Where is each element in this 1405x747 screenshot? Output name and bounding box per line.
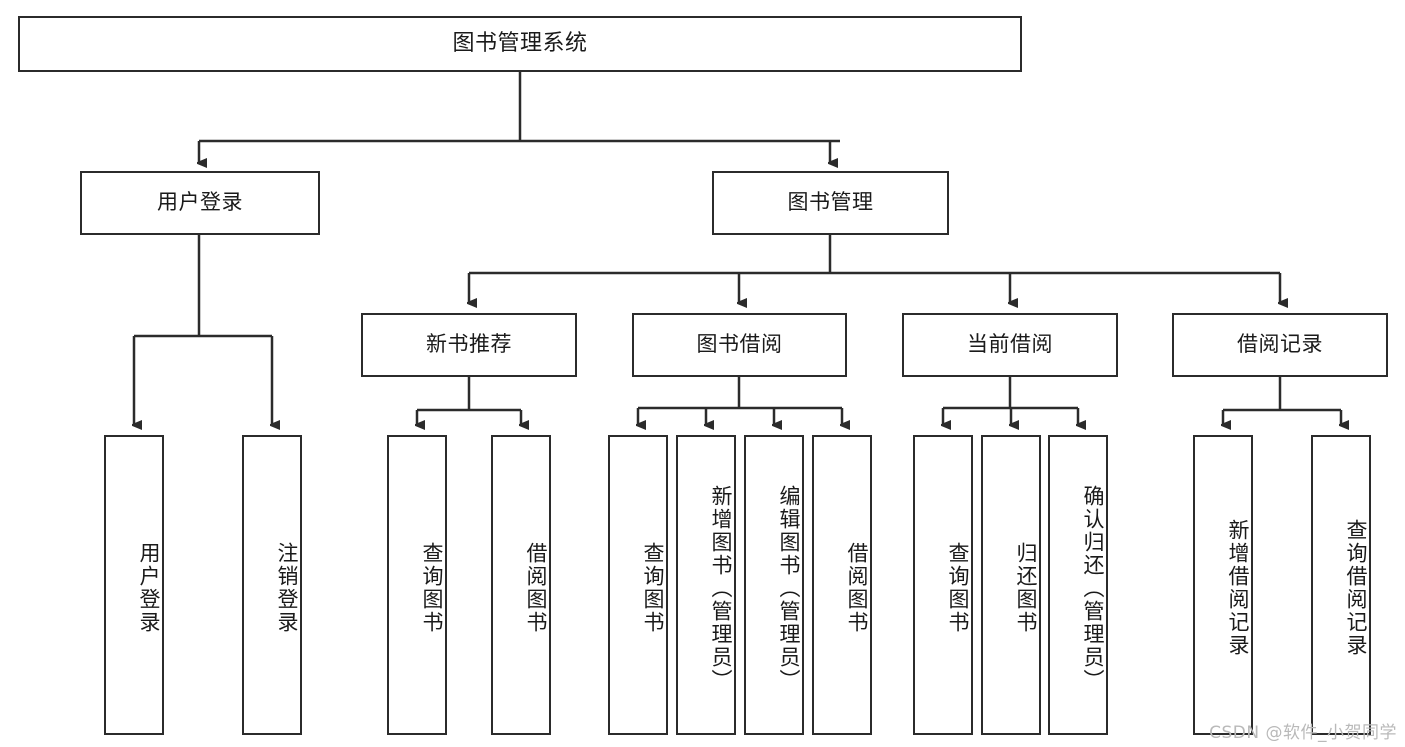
- node-leaf-user-logout[interactable]: 注销登录: [242, 435, 302, 735]
- node-leaf-add-record[interactable]: 新增借阅记录: [1193, 435, 1253, 735]
- node-leaf-add-book[interactable]: 新增图书（管理员）: [676, 435, 736, 735]
- node-leaf-query-record[interactable]: 查询借阅记录: [1311, 435, 1371, 735]
- leaf-label: 注销登录: [275, 542, 299, 634]
- leaf-label: 确认归还（管理员）: [1081, 484, 1105, 692]
- node-leaf-edit-book[interactable]: 编辑图书（管理员）: [744, 435, 804, 735]
- node-leaf-borrow-book-1[interactable]: 借阅图书: [491, 435, 551, 735]
- leaf-label: 借阅图书: [524, 542, 548, 634]
- node-borrow-record[interactable]: 借阅记录: [1172, 313, 1388, 377]
- node-new-book-recommend[interactable]: 新书推荐: [361, 313, 577, 377]
- node-leaf-query-book-2[interactable]: 查询图书: [608, 435, 668, 735]
- leaf-label: 新增图书（管理员）: [709, 484, 733, 692]
- watermark-text: CSDN @软件_小贺同学: [1209, 723, 1397, 743]
- leaf-label: 查询图书: [641, 542, 665, 634]
- leaf-label: 用户登录: [137, 542, 161, 634]
- leaf-label: 借阅图书: [845, 542, 869, 634]
- node-current-borrow[interactable]: 当前借阅: [902, 313, 1118, 377]
- node-book-management[interactable]: 图书管理: [712, 171, 949, 235]
- node-book-borrow[interactable]: 图书借阅: [632, 313, 847, 377]
- node-leaf-borrow-book-2[interactable]: 借阅图书: [812, 435, 872, 735]
- leaf-label: 查询图书: [420, 542, 444, 634]
- node-leaf-query-book-1[interactable]: 查询图书: [387, 435, 447, 735]
- leaf-label: 新增借阅记录: [1226, 519, 1250, 657]
- node-leaf-confirm-return[interactable]: 确认归还（管理员）: [1048, 435, 1108, 735]
- leaf-label: 查询借阅记录: [1344, 519, 1368, 657]
- leaf-label: 归还图书: [1014, 542, 1038, 634]
- node-leaf-return-book[interactable]: 归还图书: [981, 435, 1041, 735]
- node-leaf-query-book-3[interactable]: 查询图书: [913, 435, 973, 735]
- node-user-login[interactable]: 用户登录: [80, 171, 320, 235]
- node-leaf-user-login[interactable]: 用户登录: [104, 435, 164, 735]
- node-root-system[interactable]: 图书管理系统: [18, 16, 1022, 72]
- leaf-label: 查询图书: [946, 542, 970, 634]
- leaf-label: 编辑图书（管理员）: [777, 484, 801, 692]
